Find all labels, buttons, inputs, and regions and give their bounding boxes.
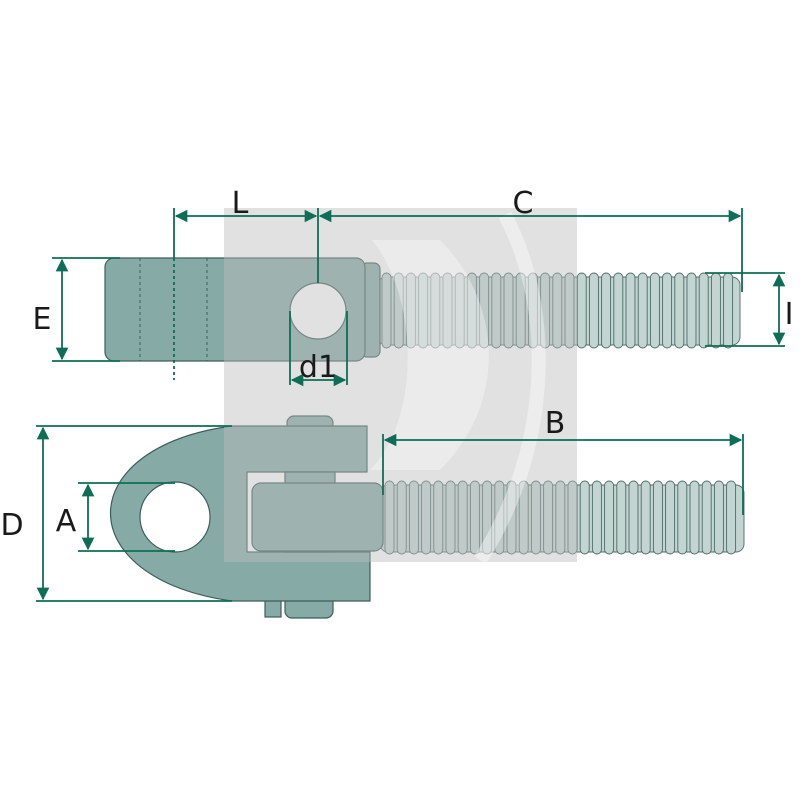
- thread-ridge: [662, 272, 673, 349]
- thread-ridge: [469, 480, 480, 555]
- thread-ridge: [579, 480, 590, 555]
- thread-ridge: [649, 272, 660, 349]
- thread-ridge: [515, 272, 526, 349]
- thread-ridge: [625, 272, 636, 349]
- thread-ridge: [677, 480, 688, 555]
- thread-ridge: [506, 480, 517, 555]
- thread-ridge: [588, 272, 599, 349]
- thread-bottom: [379, 480, 745, 555]
- thread-ridge: [701, 480, 712, 555]
- thread-ridge: [616, 480, 627, 555]
- thread-ridge: [726, 480, 737, 555]
- thread-ridge: [491, 272, 502, 349]
- thread-ridge: [381, 272, 392, 349]
- thread-ridge: [601, 272, 612, 349]
- thread-ridge: [567, 480, 578, 555]
- thread-ridge: [430, 272, 441, 349]
- clevis-body-top: [104, 257, 366, 362]
- thread-ridge: [408, 480, 419, 555]
- thread-ridge: [442, 272, 453, 349]
- thread-ridge: [723, 272, 734, 349]
- thread-ridge: [628, 480, 639, 555]
- thread-ridge: [530, 480, 541, 555]
- clevis-fork: [109, 425, 371, 602]
- label-L: L: [232, 186, 249, 221]
- label-E: E: [33, 302, 52, 337]
- thread-ridge: [421, 480, 432, 555]
- thread-ridge: [686, 272, 697, 349]
- thread-ridge: [540, 272, 551, 349]
- label-I: I: [785, 297, 794, 332]
- thread-ridge: [479, 272, 490, 349]
- thread-ridge: [396, 480, 407, 555]
- thread-ridge: [454, 272, 465, 349]
- side-view: [109, 415, 745, 619]
- thread-ridge: [543, 480, 554, 555]
- thread-ridge: [713, 480, 724, 555]
- thread-ridge: [710, 272, 721, 349]
- thread-ridge: [674, 272, 685, 349]
- thread-ridge: [637, 272, 648, 349]
- thread-ridge: [576, 272, 587, 349]
- thread-ridge: [466, 272, 477, 349]
- thread-ridge: [405, 272, 416, 349]
- thread-ridge: [640, 480, 651, 555]
- thread-ridge: [527, 272, 538, 349]
- label-C: C: [513, 186, 534, 221]
- thread-ridge: [555, 480, 566, 555]
- thread-ridge: [503, 272, 514, 349]
- shank-end: [251, 482, 384, 552]
- thread-ridge: [552, 272, 563, 349]
- labels: L C E d1 I B D A: [0, 186, 793, 543]
- thread-ridge: [518, 480, 529, 555]
- eye-hole: [139, 481, 211, 553]
- thread-ridge: [384, 480, 395, 555]
- thread-ridge: [564, 272, 575, 349]
- label-A: A: [56, 504, 77, 539]
- top-view: [104, 257, 741, 362]
- thread-ridge: [689, 480, 700, 555]
- thread-ridge: [433, 480, 444, 555]
- thread-ridge: [613, 272, 624, 349]
- thread-top: [377, 272, 741, 349]
- thread-ridge: [665, 480, 676, 555]
- thread-ridge: [698, 272, 709, 349]
- thread-ridge: [445, 480, 456, 555]
- watermark-logo: [224, 208, 577, 564]
- thread-ridge: [482, 480, 493, 555]
- label-D: D: [0, 508, 23, 543]
- label-B: B: [545, 406, 566, 441]
- label-d1: d1: [299, 350, 337, 385]
- thread-ridge: [418, 272, 429, 349]
- thread-ridge: [393, 272, 404, 349]
- thread-ridge: [591, 480, 602, 555]
- thread-ridge: [457, 480, 468, 555]
- thread-ridge: [494, 480, 505, 555]
- thread-ridge: [604, 480, 615, 555]
- thread-ridge: [652, 480, 663, 555]
- dimensions: [36, 208, 786, 602]
